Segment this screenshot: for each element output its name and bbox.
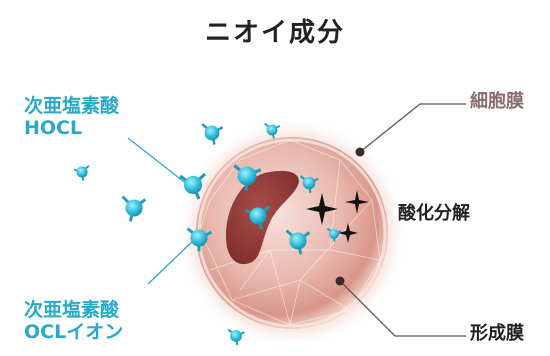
ocl-name: 次亜塩素酸 bbox=[24, 299, 120, 321]
molecule-icon bbox=[186, 227, 212, 252]
cell-membrane-dot bbox=[355, 147, 365, 157]
molecule-icon bbox=[326, 227, 342, 242]
molecule-icon bbox=[179, 172, 207, 200]
plasma-membrane-dot bbox=[335, 276, 345, 286]
hocl-connector bbox=[127, 137, 189, 186]
plasma-membrane-connector bbox=[339, 280, 466, 337]
oxidative-decomposition-label: 酸化分解 bbox=[398, 203, 470, 224]
ocl-label: 次亜塩素酸 OCLイオン bbox=[24, 299, 124, 344]
hocl-formula: HOCL bbox=[24, 116, 83, 139]
sparkle-icon bbox=[345, 190, 369, 214]
molecule-icon bbox=[299, 175, 319, 193]
molecule-icon bbox=[264, 122, 281, 139]
molecule-icon bbox=[245, 205, 271, 230]
hocl-name: 次亜塩素酸 bbox=[24, 95, 120, 117]
molecule-icon bbox=[285, 229, 311, 255]
molecule-icon bbox=[121, 195, 147, 222]
sparkle-icon bbox=[338, 223, 358, 243]
sparkle-group bbox=[306, 190, 369, 243]
page-title: ニオイ成分 bbox=[204, 18, 345, 48]
molecule-icon bbox=[73, 165, 90, 181]
cell-membrane-label: 細胞膜 bbox=[470, 91, 524, 112]
molecule-icon bbox=[233, 164, 262, 191]
connector-lines bbox=[127, 103, 466, 337]
molecule-group bbox=[73, 122, 342, 346]
plasma-membrane-label: 形成膜 bbox=[470, 323, 524, 344]
ocl-connector bbox=[147, 237, 197, 285]
cell-membrane-connector bbox=[359, 103, 466, 153]
ocl-formula: OCLイオン bbox=[24, 320, 124, 343]
hocl-label: 次亜塩素酸 HOCL bbox=[24, 95, 120, 140]
molecule-icon bbox=[201, 123, 224, 145]
molecule-icon bbox=[227, 328, 245, 346]
sparkle-icon bbox=[306, 193, 338, 225]
